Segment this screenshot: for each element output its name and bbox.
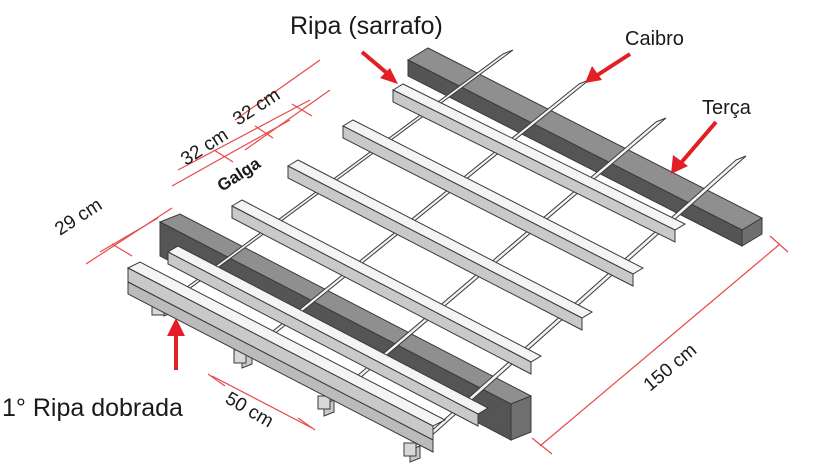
batten-2: [341, 119, 645, 287]
dimension-galga-1: 32 cm: [177, 124, 232, 170]
batten-4: [230, 199, 543, 375]
batten-1: [391, 83, 687, 243]
arrow-terca: [671, 120, 718, 174]
arrow-primeira-ripa: [167, 318, 185, 370]
dimension-total-length: 150 cm: [640, 340, 701, 396]
dimension-first-gap: 29 cm: [51, 194, 106, 240]
purlin-back: [406, 47, 764, 247]
label-terca: Terça: [702, 97, 752, 119]
batten-doubled: [126, 261, 447, 453]
batten-5: [166, 245, 490, 427]
label-galga: Galga: [214, 153, 264, 195]
batten-3: [286, 159, 594, 331]
label-primeira-ripa: 1° Ripa dobrada: [2, 394, 183, 422]
label-caibro: Caibro: [625, 28, 684, 50]
arrow-caibro: [585, 52, 632, 83]
label-ripa: Ripa (sarrafo): [290, 12, 443, 40]
dimension-galga-2: 32 cm: [229, 84, 284, 130]
arrow-ripa: [360, 50, 398, 84]
dimension-lines: [85, 59, 789, 455]
